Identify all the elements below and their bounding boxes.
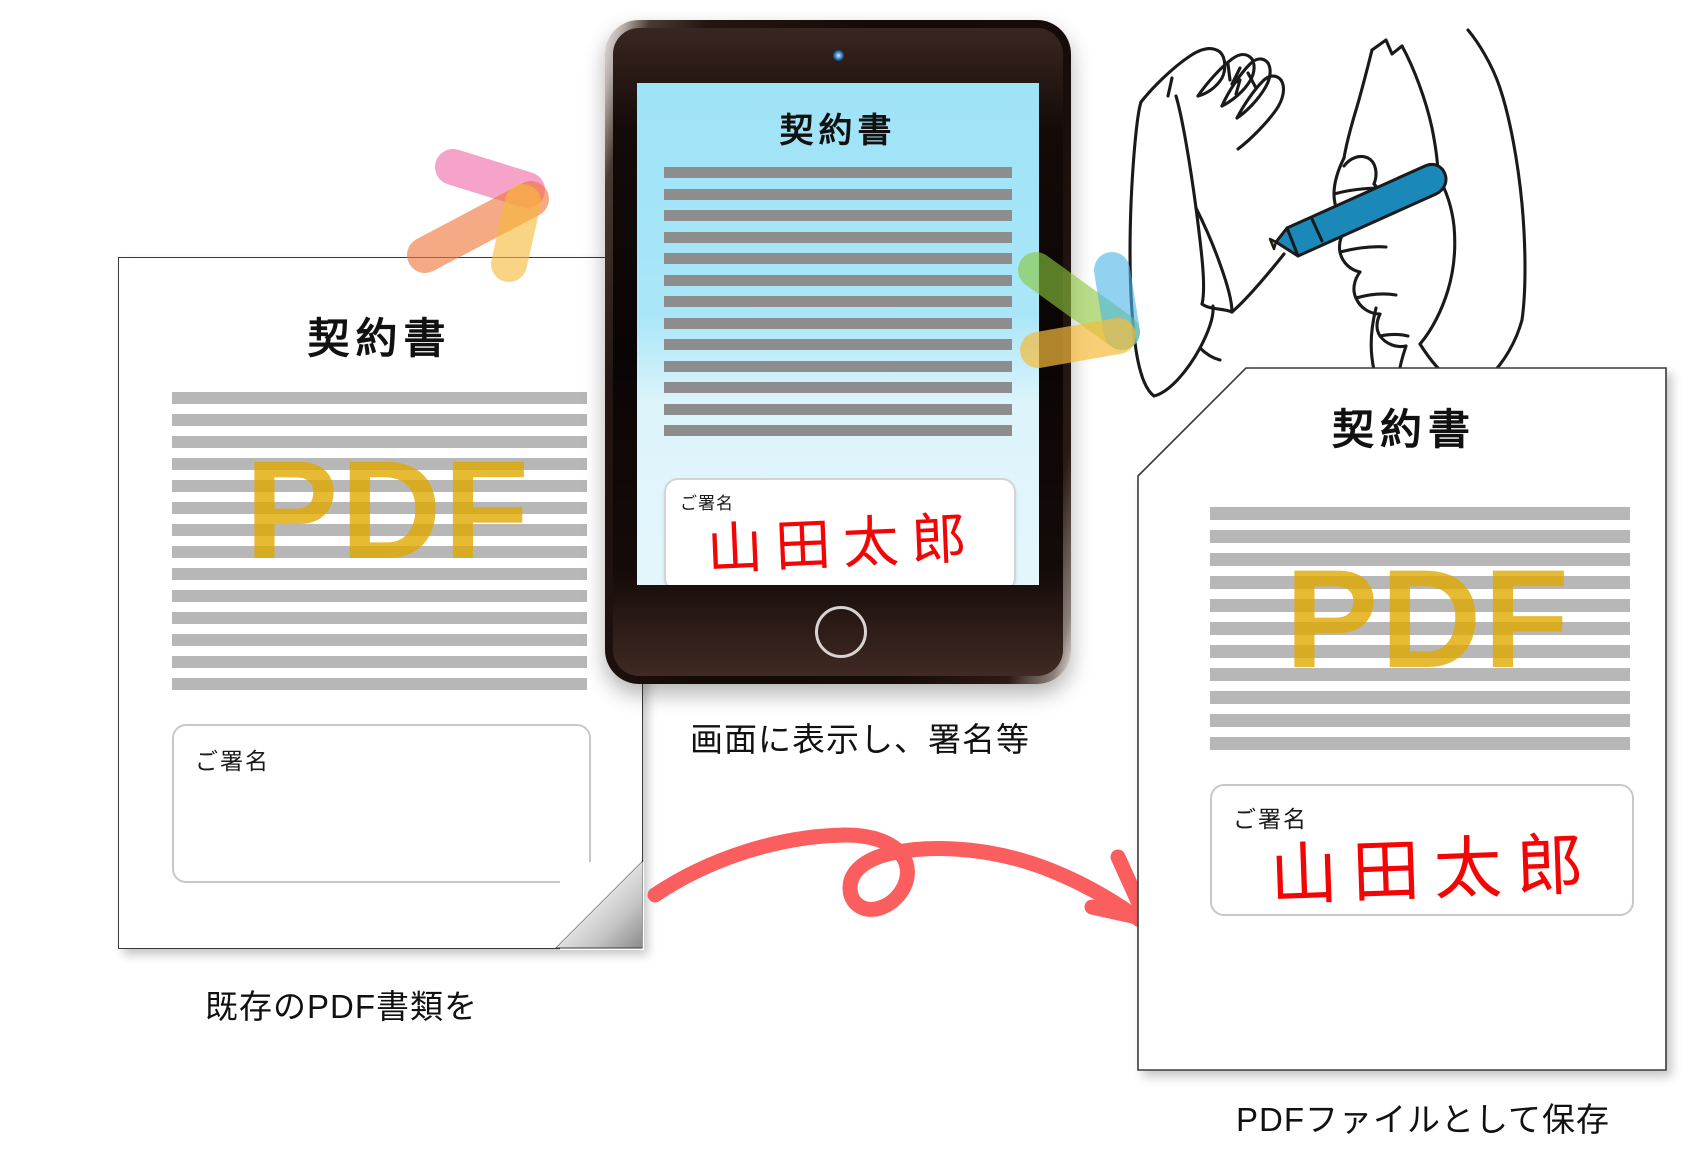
text-line — [172, 414, 587, 426]
text-line — [664, 274, 1012, 286]
text-line — [172, 480, 587, 492]
accent-chevron-arrow-top — [407, 149, 549, 282]
caption-center: 画面に表示し、署名等 — [690, 721, 1030, 758]
text-line — [1210, 645, 1630, 658]
text-line — [172, 634, 587, 646]
text-line — [1210, 507, 1630, 520]
tablet-signature-ink: 山田太郎 — [705, 506, 981, 583]
text-line — [664, 188, 1012, 200]
left-doc-title: 契約書 — [307, 314, 452, 363]
left-doc-text-lines — [172, 392, 587, 702]
text-line — [1210, 530, 1630, 543]
text-line — [172, 436, 587, 448]
text-line — [664, 210, 1012, 221]
tablet-signature-box[interactable] — [664, 478, 1016, 585]
text-line — [1210, 553, 1630, 566]
tablet-screen[interactable]: 契約書 ご署名 山田太郎 — [637, 83, 1039, 585]
camera-dot-icon — [832, 50, 844, 61]
text-line — [664, 317, 1012, 329]
caption-left: 既存のPDF書類を — [205, 988, 478, 1025]
text-line — [1210, 737, 1630, 750]
tablet-signature-label: ご署名 — [680, 494, 734, 514]
text-line — [664, 403, 1012, 415]
left-doc-signature-label: ご署名 — [195, 749, 270, 775]
tablet-device[interactable]: 契約書 ご署名 山田太郎 — [605, 20, 1071, 684]
text-line — [1210, 622, 1630, 635]
text-line — [172, 568, 587, 580]
accent-bar-yellow — [491, 184, 541, 282]
right-doc-signature-label: ご署名 — [1233, 807, 1308, 833]
text-line — [664, 253, 1012, 264]
text-line — [1210, 576, 1630, 589]
accent-chevron-arrow-mid — [1018, 252, 1140, 368]
text-line — [664, 382, 1012, 393]
text-line — [664, 167, 1012, 178]
text-line — [664, 231, 1012, 243]
left-doc-dog-ear-icon — [554, 860, 643, 949]
tablet-doc-title: 契約書 — [779, 111, 897, 151]
left-doc-signature-box[interactable] — [172, 724, 591, 883]
right-doc-signature-ink: 山田太郎 — [1268, 825, 1600, 916]
right-doc-text-lines — [1210, 507, 1630, 759]
text-line — [172, 458, 587, 470]
text-line — [172, 392, 587, 404]
text-line — [1210, 714, 1630, 727]
right-doc-title: 契約書 — [1331, 405, 1476, 454]
right-doc-pdf-watermark: PDF — [1285, 540, 1571, 697]
text-line — [172, 612, 587, 624]
text-line — [172, 546, 587, 558]
red-loop-arrow — [647, 827, 1154, 928]
text-line — [172, 524, 587, 536]
accent-bar-yellow-2 — [1020, 318, 1136, 368]
text-line — [1210, 691, 1630, 704]
stylus-pen-icon — [1268, 162, 1448, 258]
caption-right: PDFファイルとして保存 — [1236, 1101, 1611, 1138]
right-doc-signature-box[interactable] — [1210, 784, 1634, 916]
home-button[interactable] — [815, 606, 867, 658]
text-line — [172, 678, 587, 690]
text-line — [664, 425, 1012, 436]
text-line — [664, 339, 1012, 350]
hands-holding-stylus-illustration — [1128, 28, 1527, 424]
text-line — [664, 360, 1012, 372]
text-line — [172, 656, 587, 668]
text-line — [1210, 599, 1630, 612]
text-line — [172, 590, 587, 602]
text-line — [172, 502, 587, 514]
text-line — [1210, 668, 1630, 681]
tablet-doc-text-lines — [664, 167, 1012, 449]
left-doc-pdf-watermark: PDF — [245, 431, 531, 588]
text-line — [664, 296, 1012, 307]
